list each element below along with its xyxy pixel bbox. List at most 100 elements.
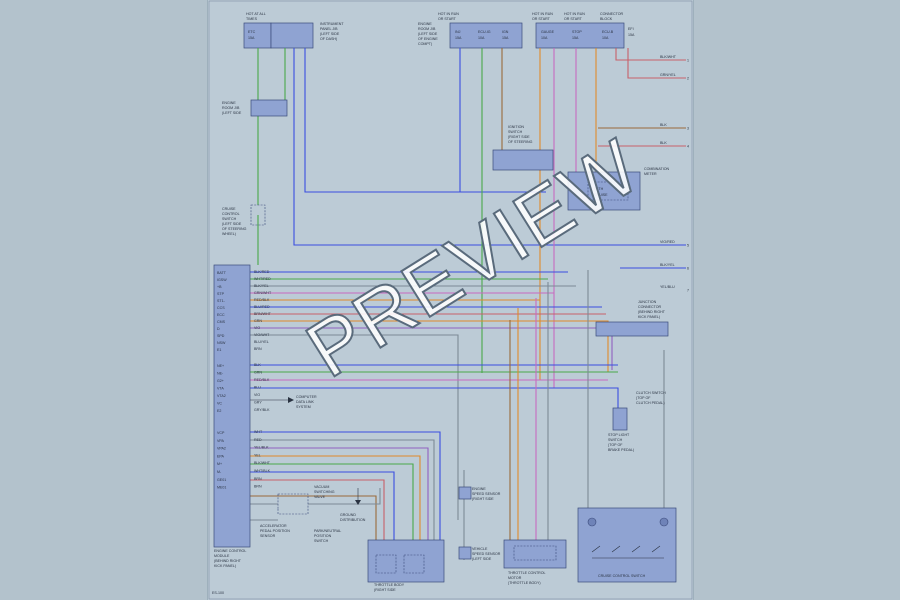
- wire-b-violet: [250, 447, 429, 540]
- arrow-label-0-sub: DATA LINK: [296, 400, 314, 404]
- right-wire-label: YEL/BLU: [660, 285, 675, 289]
- throttle-motor-2: (THROTTLE BODY): [508, 581, 541, 585]
- right-wire-index: 7: [687, 289, 689, 293]
- cruise-switch-2: SWITCH: [222, 217, 237, 221]
- right-connector-1: CONNECTOR: [638, 305, 661, 309]
- fuse-box-right: [535, 22, 625, 49]
- throttle-motor-box: [503, 539, 567, 569]
- ecm-pin-name: ECC: [217, 313, 225, 317]
- ecm-pin-wire-color: BRN: [254, 477, 262, 481]
- fuse-label-7: EFI: [628, 27, 634, 31]
- ecm-label-0: ENGINE CONTROL: [214, 549, 246, 553]
- vsv-box: [277, 493, 309, 515]
- schematic-sheet: HOT AT ALL TIMES ETC 15A INSTRUMENT PANE…: [208, 0, 693, 600]
- throttle-motor-inner: [513, 545, 557, 561]
- ecm-pin-name: M-: [217, 470, 222, 474]
- combination-meter-1: METER: [644, 172, 657, 176]
- switch-ground-right: [659, 517, 669, 527]
- ecm-pin-name: VTA: [217, 387, 224, 391]
- ecm-pin-wire-color: VIO: [254, 393, 260, 397]
- wiring-diagram: HOT AT ALL TIMES ETC 15A INSTRUMENT PANE…: [208, 0, 693, 600]
- wire-h-violet: [250, 327, 613, 370]
- ecm-pin-name: D: [217, 327, 220, 331]
- stop-light-switch-box: [612, 407, 628, 431]
- wire-b-gray-5: [308, 488, 381, 505]
- ecm-label-2: (BEHIND RIGHT: [214, 559, 242, 563]
- cruise-switch-1: CONTROL: [222, 212, 240, 216]
- ecm-pin-wire-color: BRN: [254, 347, 262, 351]
- cruise-switch-3: (LEFT SIDE: [222, 222, 242, 226]
- throttle-body-inner-2: [403, 554, 425, 574]
- ecm-pin-wire-color: RED/BLK: [254, 298, 270, 302]
- ecm-pin-wire-color: BLK: [254, 363, 261, 367]
- park-neutral-0: PARK/NEUTRAL: [314, 529, 341, 533]
- header-label-3-a: HOT IN RUN: [532, 12, 553, 16]
- ecm-pin-wire-color: GRY: [254, 401, 262, 405]
- accel-sensor-1: PEDAL POSITION: [260, 529, 290, 533]
- header-label-4-a: HOT IN RUN: [564, 12, 585, 16]
- accel-sensor-2: SENSOR: [260, 534, 276, 538]
- ecm-pin-wire-color: VIO: [254, 326, 260, 330]
- park-neutral-2: SWITCH: [314, 539, 329, 543]
- header-fuse-block-mid: HOT IN RUN OR START INJ 15A ECU-IG 10A I…: [418, 12, 523, 49]
- fuse-rating-1: 15A: [455, 36, 462, 40]
- right-wire-label: GRN/YEL: [660, 73, 676, 77]
- engine-relay-label-0: ENGINE: [418, 22, 432, 26]
- wire-b-green: [250, 463, 414, 540]
- throttle-1: (RIGHT SIDE: [374, 588, 396, 592]
- fuse-label-2: ECU-IG: [478, 30, 491, 34]
- ecm-pin-name: IGSW: [217, 278, 227, 282]
- ecm-pin-name: ME01: [217, 486, 226, 490]
- sensor-lower-0: VEHICLE: [472, 547, 488, 551]
- ecm-pin-wire-color: BLK/YEL: [254, 284, 269, 288]
- ecm-pin-name: NSW: [217, 341, 226, 345]
- throttle-0: THROTTLE BODY: [374, 583, 405, 587]
- ecm-pin-wire-color: BLU/YEL: [254, 340, 269, 344]
- upper-left-connector-0: INSTRUMENT: [320, 22, 344, 26]
- ecm-pin-name: VCP: [217, 431, 225, 435]
- sensor-lower-box: [458, 546, 472, 560]
- right-connector-2: (BEHIND RIGHT: [638, 310, 666, 314]
- ecm-pin-wire-color: YEL/BLK: [254, 446, 269, 450]
- ecm-pin-wire-color: BLK/WHT: [254, 461, 271, 465]
- ecm-pin-wire-color: WHT: [254, 430, 263, 434]
- fuse-label-6: ECU-B: [602, 30, 614, 34]
- wire-b-blue-2: [250, 471, 395, 540]
- fuse-rating-6: 10A: [602, 36, 609, 40]
- ecm-pin-wire-color: GRN: [254, 319, 262, 323]
- fuse-rating-3: 15A: [502, 36, 509, 40]
- switch-ground-left: [587, 517, 597, 527]
- stop-sw-2: (TOP OF: [608, 443, 623, 447]
- right-wire-index: 3: [687, 127, 689, 131]
- right-wire-label: BLK: [660, 141, 667, 145]
- right-connector-0: JUNCTION: [638, 300, 657, 304]
- arrow-computer-data-link: COMPUTER DATA LINK SYSTEM: [250, 395, 317, 409]
- inline-connector-left: [250, 99, 288, 117]
- ecm-pin-wire-color: BRN: [254, 485, 262, 489]
- sensor-mid-0: ENGINE: [472, 487, 486, 491]
- wire-b-red: [250, 479, 385, 540]
- ecm-pin-name: E1: [217, 348, 221, 352]
- park-neutral-1: POSITION: [314, 534, 332, 538]
- throttle-body-inner-1: [375, 554, 397, 574]
- meter-inner-1: CRUISE: [594, 193, 608, 197]
- ecm-pin-name: +B: [217, 285, 222, 289]
- combination-sw-0: CRUISE CONTROL SWITCH: [598, 574, 646, 578]
- fuse-label-4: GAUGE: [541, 30, 555, 34]
- ecm-pin-name: GE01: [217, 478, 226, 482]
- sensor-lower-1: SPEED SENSOR: [472, 552, 501, 556]
- right-wire-label: BLK/YEL: [660, 263, 675, 267]
- ecm-pin-wire-color: BLK/RED: [254, 270, 270, 274]
- ecm-pin-wire-color: BRN/WHT: [254, 312, 272, 316]
- throttle-motor-1: MOTOR: [508, 576, 522, 580]
- ecm-box: [213, 264, 251, 548]
- engine-relay-label-2: (LEFT SIDE: [418, 32, 438, 36]
- upper-left-connector-2: (LEFT SIDE: [320, 32, 340, 36]
- fuse-label-1: INJ: [455, 30, 461, 34]
- ecm-pin-name: NE+: [217, 364, 224, 368]
- ecm-pin-name: SPD: [217, 334, 225, 338]
- ecm-pin-name: M+: [217, 462, 222, 466]
- upper-left-connector-3: OF DASH): [320, 37, 337, 41]
- stop-sw-1: SWITCH: [608, 438, 623, 442]
- right-connector-3: KICK PANEL): [638, 315, 660, 319]
